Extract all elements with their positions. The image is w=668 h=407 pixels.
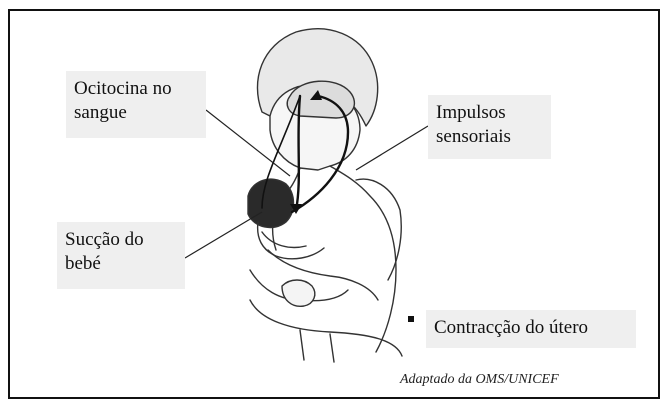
mother-lap [250, 300, 402, 362]
label-sensory-impulses: Impulsos sensoriais [428, 95, 551, 159]
label-sensory-line2: sensoriais [436, 125, 543, 149]
label-sensory-line1: Impulsos [436, 101, 543, 125]
label-oxytocin-in-blood: Ocitocina no sangue [66, 71, 206, 138]
leader-succao [185, 212, 262, 258]
label-oxytocin-line2: sangue [74, 101, 198, 125]
leader-impulsos [356, 126, 428, 170]
label-baby-suckling: Sucção do bebé [57, 222, 185, 289]
mother-hand [282, 280, 315, 306]
label-oxytocin-line1: Ocitocina no [74, 77, 198, 101]
label-uterus-contraction: Contracção do útero [426, 310, 636, 348]
baby-head [248, 179, 294, 227]
label-suckling-line1: Sucção do [65, 228, 177, 252]
label-suckling-line2: bebé [65, 252, 177, 276]
uterus-bullet-marker [408, 316, 414, 322]
source-credit: Adaptado da OMS/UNICEF [400, 372, 559, 388]
